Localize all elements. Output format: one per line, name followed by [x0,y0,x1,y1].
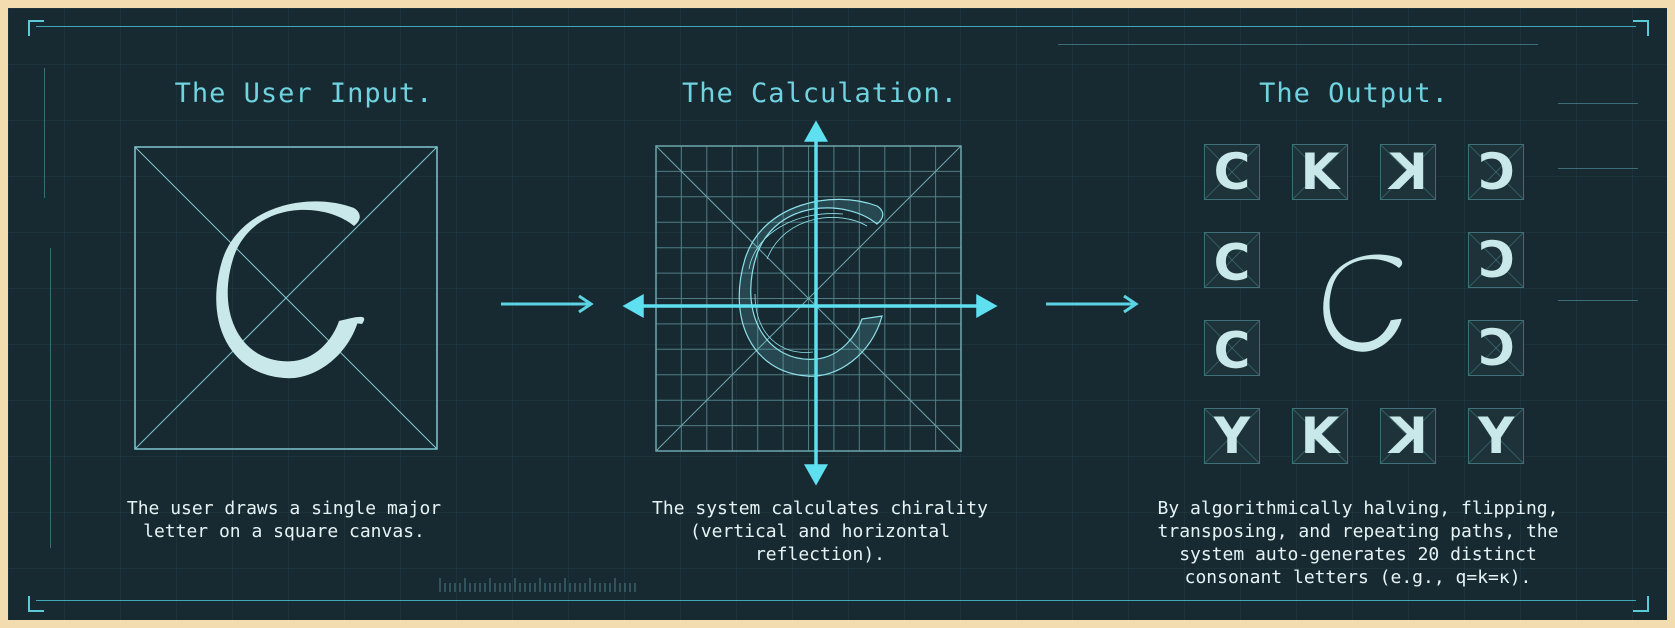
frame-corner-bl [28,596,44,612]
diagram-panel: The User Input. The user draws a single … [8,8,1667,620]
frame-top [36,26,1636,27]
output-caption: By algorithmically halving, flipping, tr… [1157,498,1559,588]
calculation-caption: The system calculates chirality (vertica… [652,498,988,565]
top-ruler [1058,44,1538,45]
output-tile-letter: C [1213,144,1251,200]
output-tile-letter: C [1213,320,1251,376]
output-tile-letter: Y [1213,408,1251,464]
output-tile-letter: K [1388,144,1428,200]
output-tile: K [1380,408,1436,464]
output-tile-letter: C [1477,144,1515,200]
output-tile: C [1204,144,1260,200]
output-tile-letter: K [1300,144,1340,200]
output-tile-letter: K [1300,408,1340,464]
flow-arrow-2 [1046,294,1139,314]
output-tile: Y [1204,408,1260,464]
frame-corner-tr [1633,20,1649,36]
left-scale-bracket [44,68,45,198]
right-panel-rule-1 [1558,103,1638,104]
output-tile: K [1292,408,1348,464]
frame-bottom [36,600,1636,601]
input-caption: The user draws a single major letter on … [126,498,442,542]
left-scale-line [50,248,51,548]
output-tile: C [1468,144,1524,200]
right-panel-rule-2 [1558,168,1638,169]
frame-corner-br [1633,596,1649,612]
reflection-axes [622,120,998,486]
output-tile: C [1204,232,1260,288]
output-center-glyph [1323,254,1403,352]
output-tile-letter: C [1477,320,1515,376]
output-tile: K [1292,144,1348,200]
right-panel-rule-3 [1558,300,1638,301]
output-tile: K [1380,144,1436,200]
bottom-tick-strip [439,578,636,592]
output-title: The Output. [1259,78,1449,109]
output-tile-letter: K [1388,408,1428,464]
output-tile-letter: Y [1477,408,1515,464]
input-letter-glyph [216,201,365,379]
flow-arrow-1 [501,294,594,314]
output-tile: C [1204,320,1260,376]
calculation-grid [655,145,962,452]
frame-corner-tl [28,20,44,36]
output-tile: C [1468,232,1524,288]
output-tile-letter: C [1477,232,1515,288]
input-canvas [134,146,438,450]
output-tile: Y [1468,408,1524,464]
calculation-title: The Calculation. [681,78,959,109]
output-tile-letter: C [1213,232,1251,288]
input-title: The User Input. [174,78,434,109]
output-tile: C [1468,320,1524,376]
